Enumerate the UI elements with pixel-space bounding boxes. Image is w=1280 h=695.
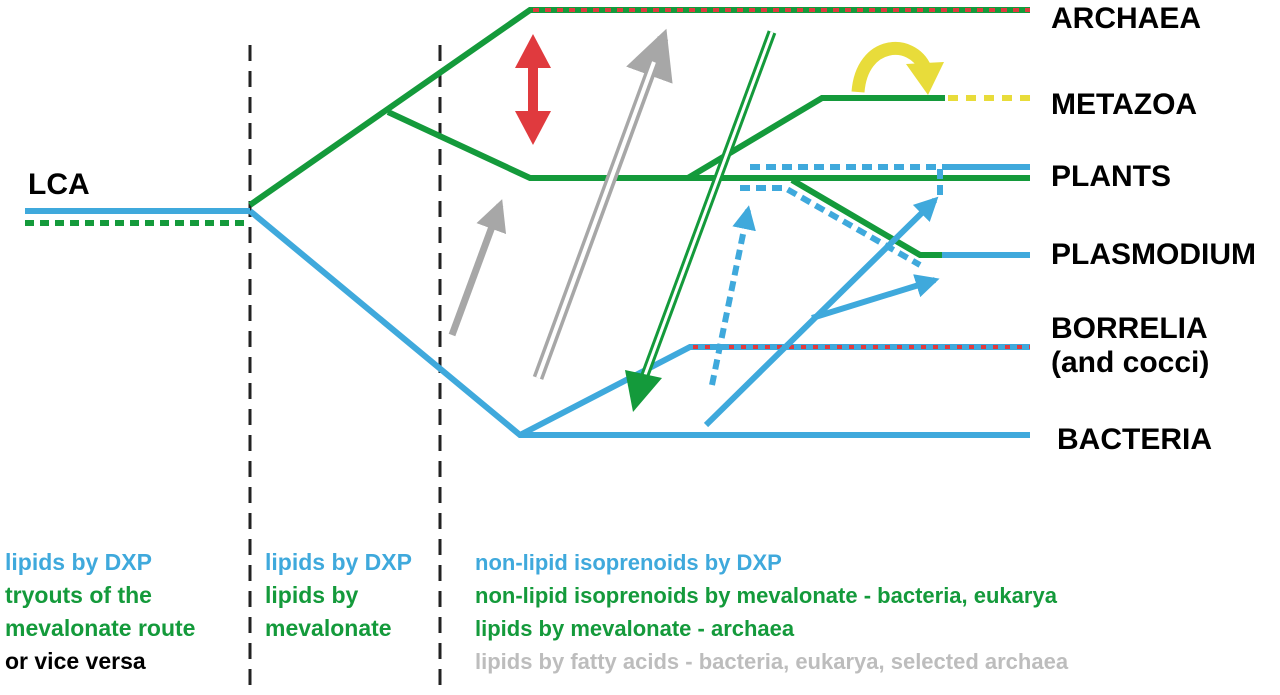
archaea-branch — [248, 7, 1030, 208]
yellow-curved-arrow — [851, 42, 931, 93]
mevalonate-transfer-arrowhead — [625, 370, 662, 412]
legend-col3-line3: lipids by mevalonate - archaea — [475, 616, 795, 641]
apicoplast-dashed-path — [740, 185, 922, 268]
yellow-curved-arrowhead — [906, 62, 944, 95]
label-borrelia: BORRELIA (and cocci) — [1051, 312, 1209, 380]
plastid-dashed-path — [750, 164, 943, 195]
legend-col1-line3: mevalonate route — [5, 615, 196, 641]
legend-col1-line4: or vice versa — [5, 648, 146, 674]
label-plasmodium: PLASMODIUM — [1051, 238, 1256, 271]
legend-col3-line1: non-lipid isoprenoids by DXP — [475, 550, 782, 575]
metazoa-branch — [686, 95, 945, 181]
mevalonate-transfer-arrow-inner — [643, 31, 774, 376]
red-double-arrow-head-top — [515, 34, 551, 68]
label-lca: LCA — [28, 168, 90, 201]
legend-col1-line1: lipids by DXP — [5, 549, 152, 575]
fatty-acid-short-arrow — [448, 199, 507, 337]
plasmodium-branch — [790, 177, 942, 258]
borrelia-branch — [518, 344, 1030, 438]
label-archaea: ARCHAEA — [1051, 2, 1201, 35]
legend-col3-line4: lipids by fatty acids - bacteria, eukary… — [475, 649, 1069, 674]
label-borrelia-sub: (and cocci) — [1051, 346, 1210, 379]
legend-col2: lipids by DXP lipids by mevalonate — [265, 546, 412, 645]
fatty-acid-long-arrow-inner — [536, 61, 656, 379]
label-metazoa: METAZOA — [1051, 88, 1198, 121]
legend-col2-line1: lipids by DXP — [265, 549, 412, 575]
eukarya-branch — [386, 109, 940, 181]
label-bacteria: BACTERIA — [1057, 423, 1212, 456]
legend-col2-line3: mevalonate — [265, 615, 392, 641]
legend-col1-line2: tryouts of the — [5, 582, 152, 608]
label-plants: PLANTS — [1051, 160, 1171, 193]
legend-col3-line2: non-lipid isoprenoids by mevalonate - ba… — [475, 583, 1057, 608]
red-double-arrow-head-bottom — [515, 111, 551, 145]
dxp-transfer-to-plasmodium-arrow — [811, 274, 940, 321]
legend-col2-line2: lipids by — [265, 582, 359, 608]
dxp-transfer-dashed-arrow — [709, 205, 756, 386]
label-borrelia-name: BORRELIA — [1051, 312, 1208, 345]
legend-col3: non-lipid isoprenoids by DXP non-lipid i… — [475, 546, 1068, 678]
legend-col1: lipids by DXP tryouts of the mevalonate … — [5, 546, 195, 678]
